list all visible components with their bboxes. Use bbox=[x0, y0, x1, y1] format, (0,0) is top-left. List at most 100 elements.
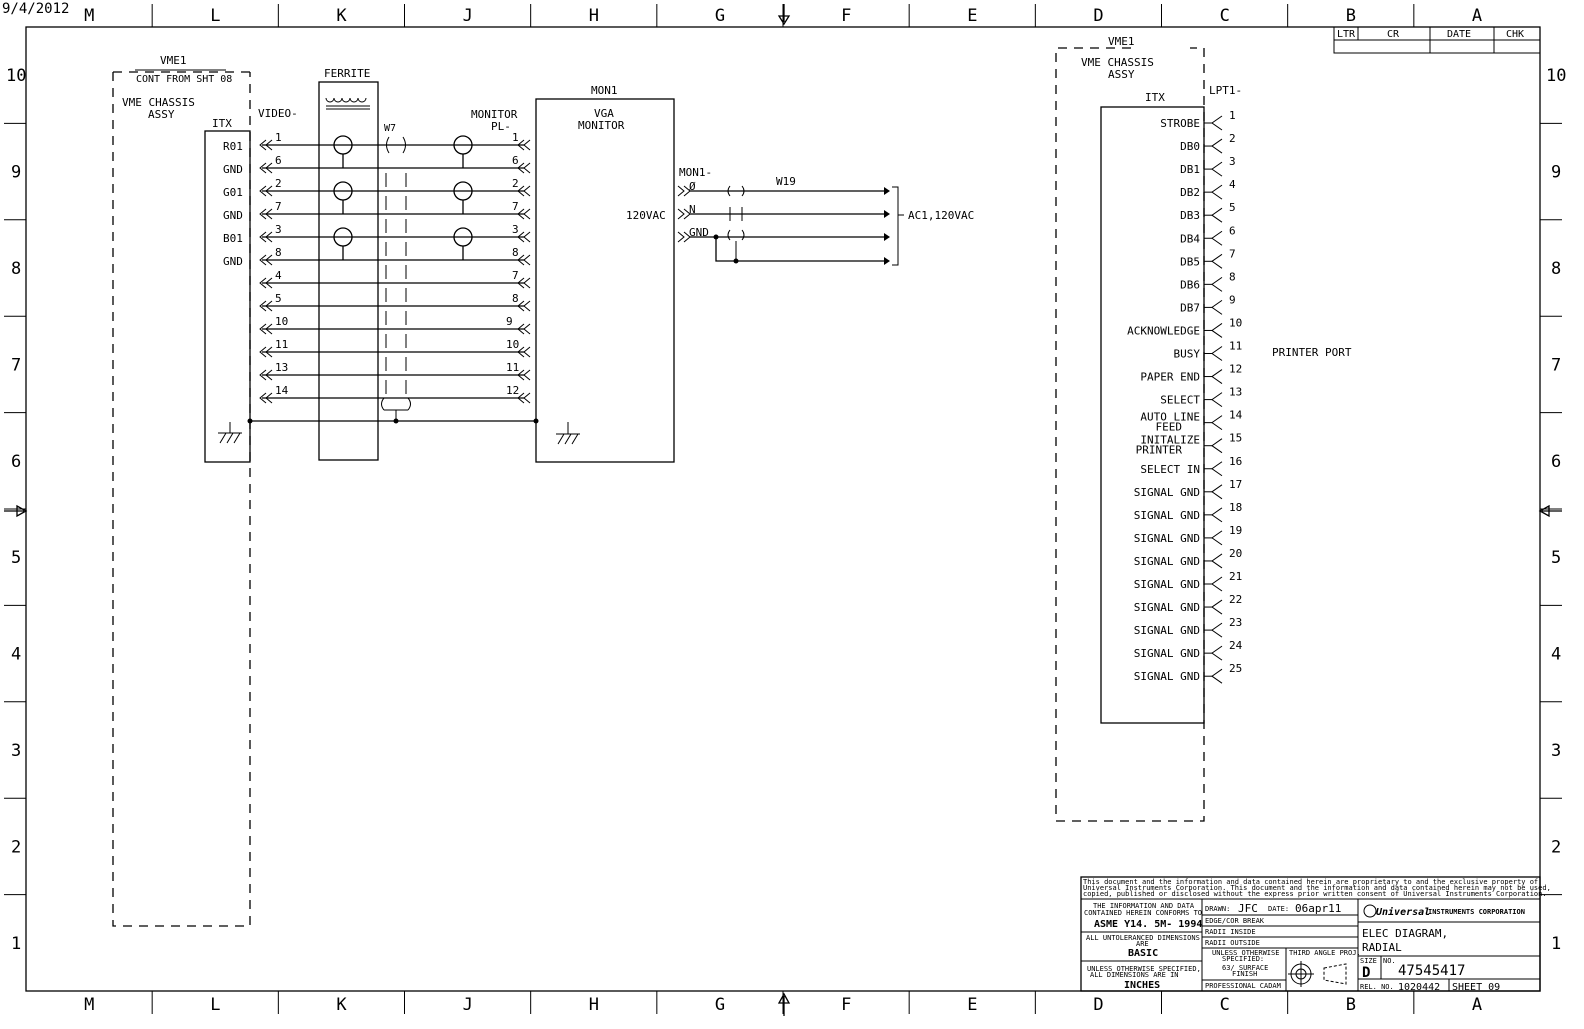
right-pin-number: 8 bbox=[512, 292, 519, 305]
rev-header-chk: CHK bbox=[1506, 29, 1524, 40]
drawn-date: 06apr11 bbox=[1295, 902, 1341, 915]
lpt-pin-number: 21 bbox=[1229, 570, 1242, 583]
lpt-pin-number: 1 bbox=[1229, 109, 1236, 122]
video-connector-label: VIDEO- bbox=[258, 107, 298, 120]
lpt-pin-number: 24 bbox=[1229, 639, 1243, 652]
row-label-left: 8 bbox=[11, 259, 21, 279]
col-label-top: J bbox=[463, 6, 473, 26]
no-label: NO. bbox=[1383, 957, 1396, 965]
lpt-signal-label: SIGNAL GND bbox=[1134, 578, 1200, 591]
notice-line1: This document and the information and da… bbox=[1083, 878, 1538, 886]
col-label-top: B bbox=[1346, 6, 1356, 26]
zone-ticks bbox=[4, 4, 1562, 1014]
inches-label: INCHES bbox=[1124, 980, 1160, 991]
col-label-top: F bbox=[841, 6, 851, 26]
row-label-left: 4 bbox=[11, 645, 21, 665]
left-pin-number: 5 bbox=[275, 292, 282, 305]
row-label-left: 9 bbox=[11, 163, 21, 183]
lpt-pin-number: 7 bbox=[1229, 247, 1236, 260]
left-pin-number: 3 bbox=[275, 223, 282, 236]
lpt-pin-number: 6 bbox=[1229, 224, 1236, 237]
vme-left-cont: CONT FROM SHT 08 bbox=[136, 74, 232, 85]
lpt-signal-label: SIGNAL GND bbox=[1134, 486, 1200, 499]
lpt-pin-number: 17 bbox=[1229, 478, 1242, 491]
notice-line2: Universal Instruments Corporation. This … bbox=[1083, 884, 1551, 892]
right-pin-number: 12 bbox=[506, 384, 519, 397]
rev-header-cr: CR bbox=[1387, 29, 1400, 40]
date-label: DATE: bbox=[1268, 905, 1289, 913]
lpt-pin-number: 16 bbox=[1229, 455, 1242, 468]
size-label: SIZE bbox=[1360, 957, 1377, 965]
lpt-pin-number: 20 bbox=[1229, 547, 1242, 560]
lpt-signal-label: SIGNAL GND bbox=[1134, 624, 1200, 637]
left-pin-number: 1 bbox=[275, 131, 282, 144]
ferrite-coil-icon bbox=[325, 97, 367, 103]
lpt-signal-label: SIGNAL GND bbox=[1134, 555, 1200, 568]
power-wiring: MON1- Ø N GND W19 AC1,120VAC bbox=[677, 166, 974, 266]
center-arrow-top bbox=[777, 4, 791, 26]
drawing-border bbox=[25, 26, 1541, 992]
lpt-signal-label: SIGNAL GND bbox=[1134, 532, 1200, 545]
right-pin-number: 7 bbox=[512, 200, 519, 213]
cable-w19-label: W19 bbox=[776, 175, 796, 188]
vme-pin-r01: R01 bbox=[223, 140, 243, 153]
lpt1-label: LPT1- bbox=[1209, 84, 1242, 97]
edge-break-label: EDGE/COR BREAK bbox=[1205, 917, 1265, 925]
col-label-top: M bbox=[84, 6, 94, 26]
left-pin-number: 13 bbox=[275, 361, 288, 374]
left-pin-number: 7 bbox=[275, 200, 282, 213]
untol-line1: ALL UNTOLERANCED DIMENSIONS bbox=[1086, 934, 1200, 942]
col-label-bottom: D bbox=[1093, 995, 1103, 1015]
col-label-bottom: K bbox=[336, 995, 347, 1015]
mon1-ground-label: GND bbox=[689, 226, 709, 239]
vme-left-assy-line2: ASSY bbox=[148, 108, 175, 121]
col-label-bottom: B bbox=[1346, 995, 1356, 1015]
col-label-top: C bbox=[1220, 6, 1230, 26]
col-label-top: K bbox=[336, 6, 347, 26]
vme-pin-gnd-3: GND bbox=[223, 255, 243, 268]
right-pin-number: 10 bbox=[506, 338, 519, 351]
unless-line1: UNLESS OTHERWISE SPECIFIED, bbox=[1087, 965, 1201, 973]
row-label-right: 4 bbox=[1551, 645, 1561, 665]
row-label-left: 5 bbox=[11, 548, 21, 568]
vme-left-assy-line1: VME CHASSIS bbox=[122, 96, 195, 109]
untol-line2: ARE bbox=[1136, 940, 1149, 948]
col-label-top: E bbox=[967, 6, 977, 26]
right-pin-number: 9 bbox=[506, 315, 513, 328]
lpt-signal-label: DB2 bbox=[1180, 186, 1200, 199]
center-arrow-bottom bbox=[777, 992, 791, 1016]
lpt-signal-label-line2: PRINTER bbox=[1136, 444, 1183, 457]
center-arrow-right bbox=[1538, 504, 1562, 518]
col-label-bottom: E bbox=[967, 995, 977, 1015]
logo-text: Universal bbox=[1376, 906, 1430, 918]
vme-right-conn: ITX bbox=[1145, 91, 1165, 104]
left-pin-number: 4 bbox=[275, 269, 282, 282]
third-angle-projection-icon bbox=[1288, 961, 1347, 987]
row-label-left: 7 bbox=[11, 355, 21, 375]
rel-no-value: 1020442 bbox=[1398, 982, 1440, 993]
col-label-bottom: A bbox=[1472, 995, 1482, 1015]
monitor-pl-line2: PL- bbox=[491, 120, 511, 133]
title-block: This document and the information and da… bbox=[1080, 876, 1551, 993]
lpt-pin-number: 8 bbox=[1229, 270, 1236, 283]
row-label-right: 8 bbox=[1551, 259, 1561, 279]
monitor-ref: MON1 bbox=[591, 84, 618, 97]
vme-left-conn: ITX bbox=[212, 117, 232, 130]
rel-no-label: REL. NO. bbox=[1360, 983, 1394, 991]
lpt-signal-label: SIGNAL GND bbox=[1134, 670, 1200, 683]
row-label-left: 10 bbox=[6, 66, 26, 86]
right-pin-number: 6 bbox=[512, 154, 519, 167]
mon1-neutral-label: N bbox=[689, 203, 696, 216]
vme-right-assy-line1: VME CHASSIS bbox=[1081, 56, 1154, 69]
